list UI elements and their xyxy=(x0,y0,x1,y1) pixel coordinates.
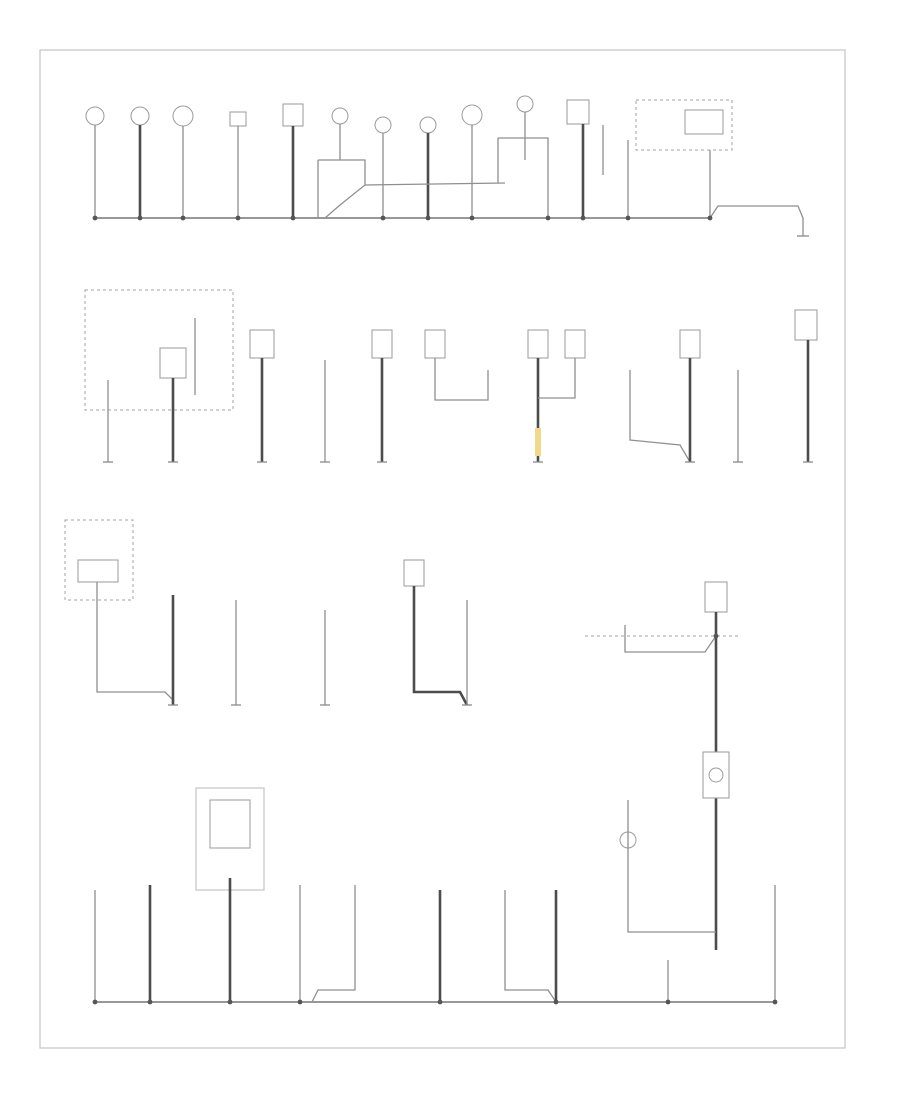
splice-node xyxy=(290,215,296,221)
component-box xyxy=(424,329,446,359)
splice-node xyxy=(425,215,431,221)
wire xyxy=(624,625,717,653)
lamp-symbol xyxy=(516,95,534,113)
section-bottom xyxy=(92,751,778,1005)
wire xyxy=(504,890,557,1003)
component-box xyxy=(704,581,728,613)
splice-node xyxy=(580,215,586,221)
component-box xyxy=(249,329,275,359)
highlight-connector xyxy=(535,428,541,456)
wire xyxy=(627,800,716,933)
component-box xyxy=(679,329,701,359)
splice-node xyxy=(380,215,386,221)
lamp-symbol xyxy=(461,104,483,126)
lamp-symbol xyxy=(708,767,724,783)
splice-node xyxy=(92,215,98,221)
wire xyxy=(96,582,174,701)
splice-node xyxy=(713,633,719,639)
wire xyxy=(318,159,366,219)
lamp-symbol xyxy=(331,107,349,125)
component-box xyxy=(403,559,425,587)
section-top xyxy=(85,95,809,237)
component-box xyxy=(684,109,724,135)
bus-1-extension xyxy=(709,205,804,236)
splice-node xyxy=(297,999,303,1005)
wire xyxy=(434,358,489,401)
component-box xyxy=(229,111,247,127)
splice-node xyxy=(772,999,778,1005)
connector-dashed xyxy=(64,519,134,601)
lamp-symbol xyxy=(130,106,150,126)
component-box xyxy=(371,329,393,359)
lamp-symbol xyxy=(419,116,437,134)
diagram-frame xyxy=(39,49,846,1049)
lamp-symbol xyxy=(374,116,392,134)
splice-node xyxy=(665,999,671,1005)
component-box xyxy=(566,99,590,125)
splice-node xyxy=(137,215,143,221)
section-second xyxy=(84,289,818,463)
wire xyxy=(364,182,506,186)
splice-node xyxy=(469,215,475,221)
component-box xyxy=(527,329,549,359)
component-box xyxy=(794,309,818,341)
connector-dashed xyxy=(635,99,733,151)
component-box xyxy=(564,329,586,359)
splice-node xyxy=(545,215,551,221)
splice-node xyxy=(92,999,98,1005)
component-box xyxy=(209,799,251,849)
splice-node xyxy=(180,215,186,221)
wire xyxy=(629,370,691,463)
component-box xyxy=(77,559,119,583)
wire xyxy=(538,358,576,399)
lamp-symbol xyxy=(85,106,105,126)
wire xyxy=(498,137,549,218)
component-box xyxy=(159,347,187,379)
splice-node xyxy=(227,999,233,1005)
splice-node xyxy=(707,215,713,221)
section-third xyxy=(64,519,740,950)
splice-node xyxy=(147,999,153,1005)
splice-node xyxy=(553,999,559,1005)
splice-node xyxy=(437,999,443,1005)
component-box xyxy=(282,103,304,127)
wire xyxy=(311,885,356,1003)
splice-node xyxy=(625,215,631,221)
wire xyxy=(412,586,469,706)
lamp-symbol xyxy=(172,105,194,127)
splice-node xyxy=(235,215,241,221)
connector-dashed xyxy=(84,289,234,411)
